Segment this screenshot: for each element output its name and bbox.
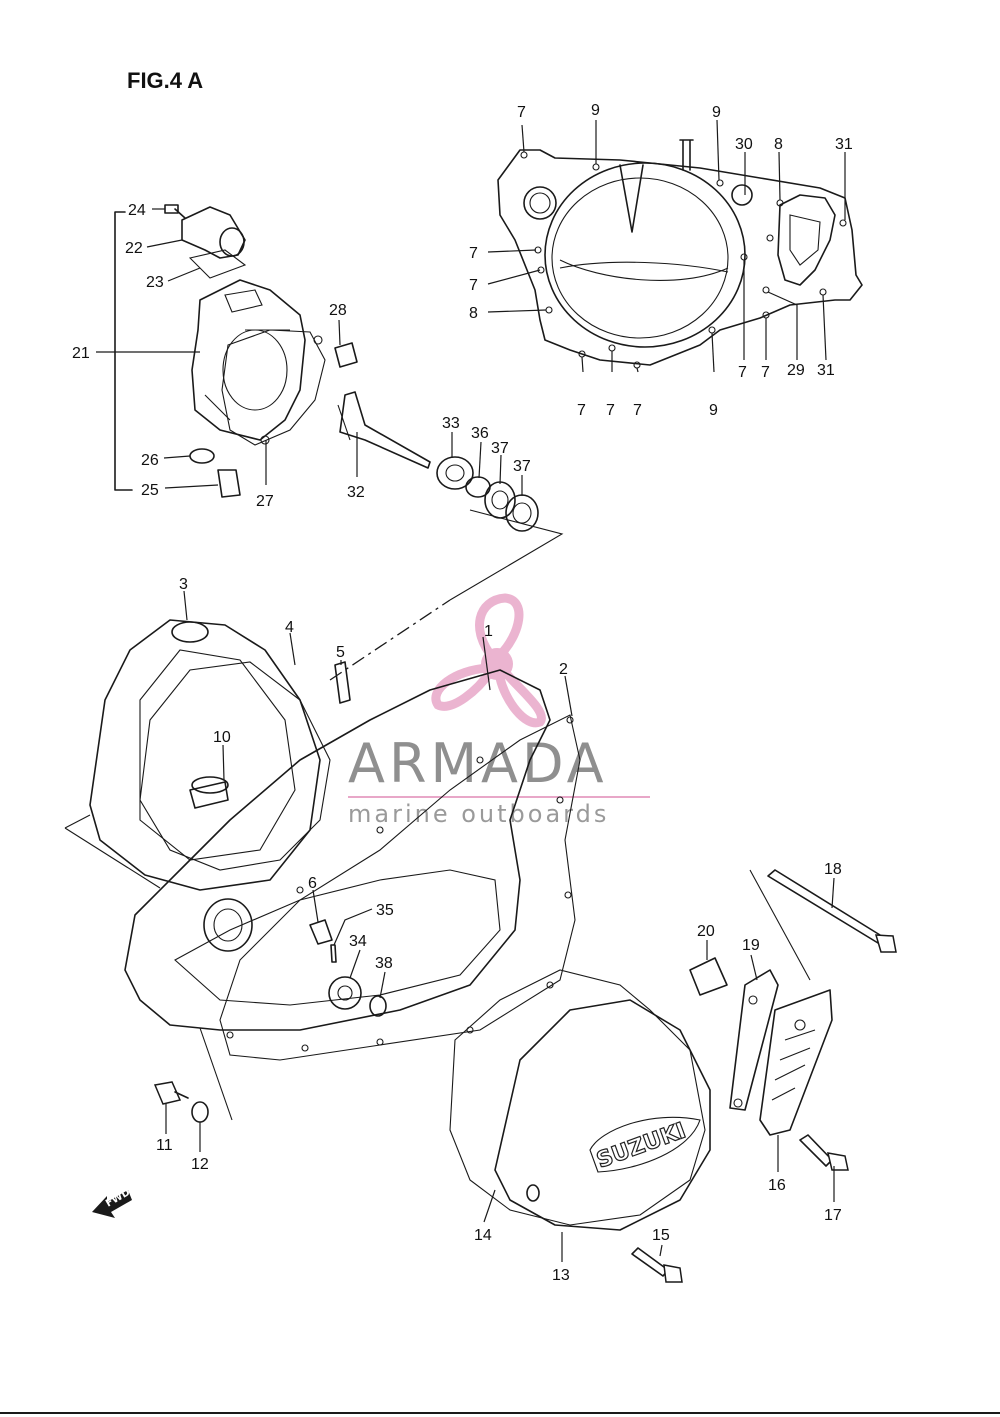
callout-2: 2 [559,661,568,678]
callout-7: 7 [517,104,526,121]
clutch-cover [497,139,863,369]
callout-7: 7 [738,364,747,381]
callout-7: 7 [633,402,642,419]
magneto-cover: SUZUKI [449,969,711,1231]
callout-33: 33 [442,415,460,432]
callout-3: 3 [179,576,188,593]
callout-22: 22 [125,240,143,257]
callout-9: 9 [709,402,718,419]
figure-title: FIG.4 A [127,68,203,93]
callout-4: 4 [285,619,294,636]
callout-7: 7 [606,402,615,419]
callout-26: 26 [141,452,159,469]
callout-31: 31 [817,362,835,379]
callout-27: 27 [256,493,274,510]
water-pump-assembly [114,204,564,601]
callout-14: 14 [474,1227,492,1244]
callout-18: 18 [824,861,842,878]
propeller-icon [431,593,546,728]
callout-12: 12 [191,1156,209,1173]
callout-7: 7 [469,277,478,294]
crankcase [64,599,581,1121]
callout-37: 37 [513,458,531,475]
callout-10: 10 [213,729,231,746]
callout-7: 7 [469,245,478,262]
callout-34: 34 [349,933,367,950]
callout-9: 9 [591,102,600,119]
watermark: ARMADA marine outboards [348,593,650,828]
callout-24: 24 [128,202,146,219]
callout-16: 16 [768,1177,786,1194]
callout-13: 13 [552,1267,570,1284]
sprocket-cover-group [689,869,897,1171]
callout-28: 28 [329,302,347,319]
callout-23: 23 [146,274,164,291]
cover-brand: SUZUKI [594,1118,690,1173]
callout-30: 30 [735,136,753,153]
callout-8: 8 [469,305,478,322]
callout-5: 5 [336,644,345,661]
cover-bolt-holes [520,151,847,369]
callout-20: 20 [697,923,715,940]
callout-37: 37 [491,440,509,457]
callout-36: 36 [471,425,489,442]
small-fasteners [153,1081,683,1283]
callout-21: 21 [72,345,90,362]
watermark-name: ARMADA [348,732,608,795]
callout-1: 1 [484,623,493,640]
callout-7: 7 [577,402,586,419]
watermark-subtitle: marine outboards [348,800,609,828]
leader-lines [96,119,846,1262]
callout-17: 17 [824,1207,842,1224]
callout-labels: 1 2 3 4 5 6 7 7 7 7 7 7 7 7 8 8 9 9 9 10… [72,102,853,1284]
callout-8: 8 [774,136,783,153]
callout-25: 25 [141,482,159,499]
callout-31: 31 [835,136,853,153]
callout-11: 11 [156,1137,173,1154]
callout-32: 32 [347,484,365,501]
forward-arrow-icon: FWD [92,1187,132,1218]
callout-7: 7 [761,364,770,381]
callout-35: 35 [376,902,394,919]
callout-6: 6 [308,875,317,892]
callout-19: 19 [742,937,760,954]
callout-38: 38 [375,955,393,972]
callout-9: 9 [712,104,721,121]
callout-15: 15 [652,1227,670,1244]
callout-29: 29 [787,362,805,379]
